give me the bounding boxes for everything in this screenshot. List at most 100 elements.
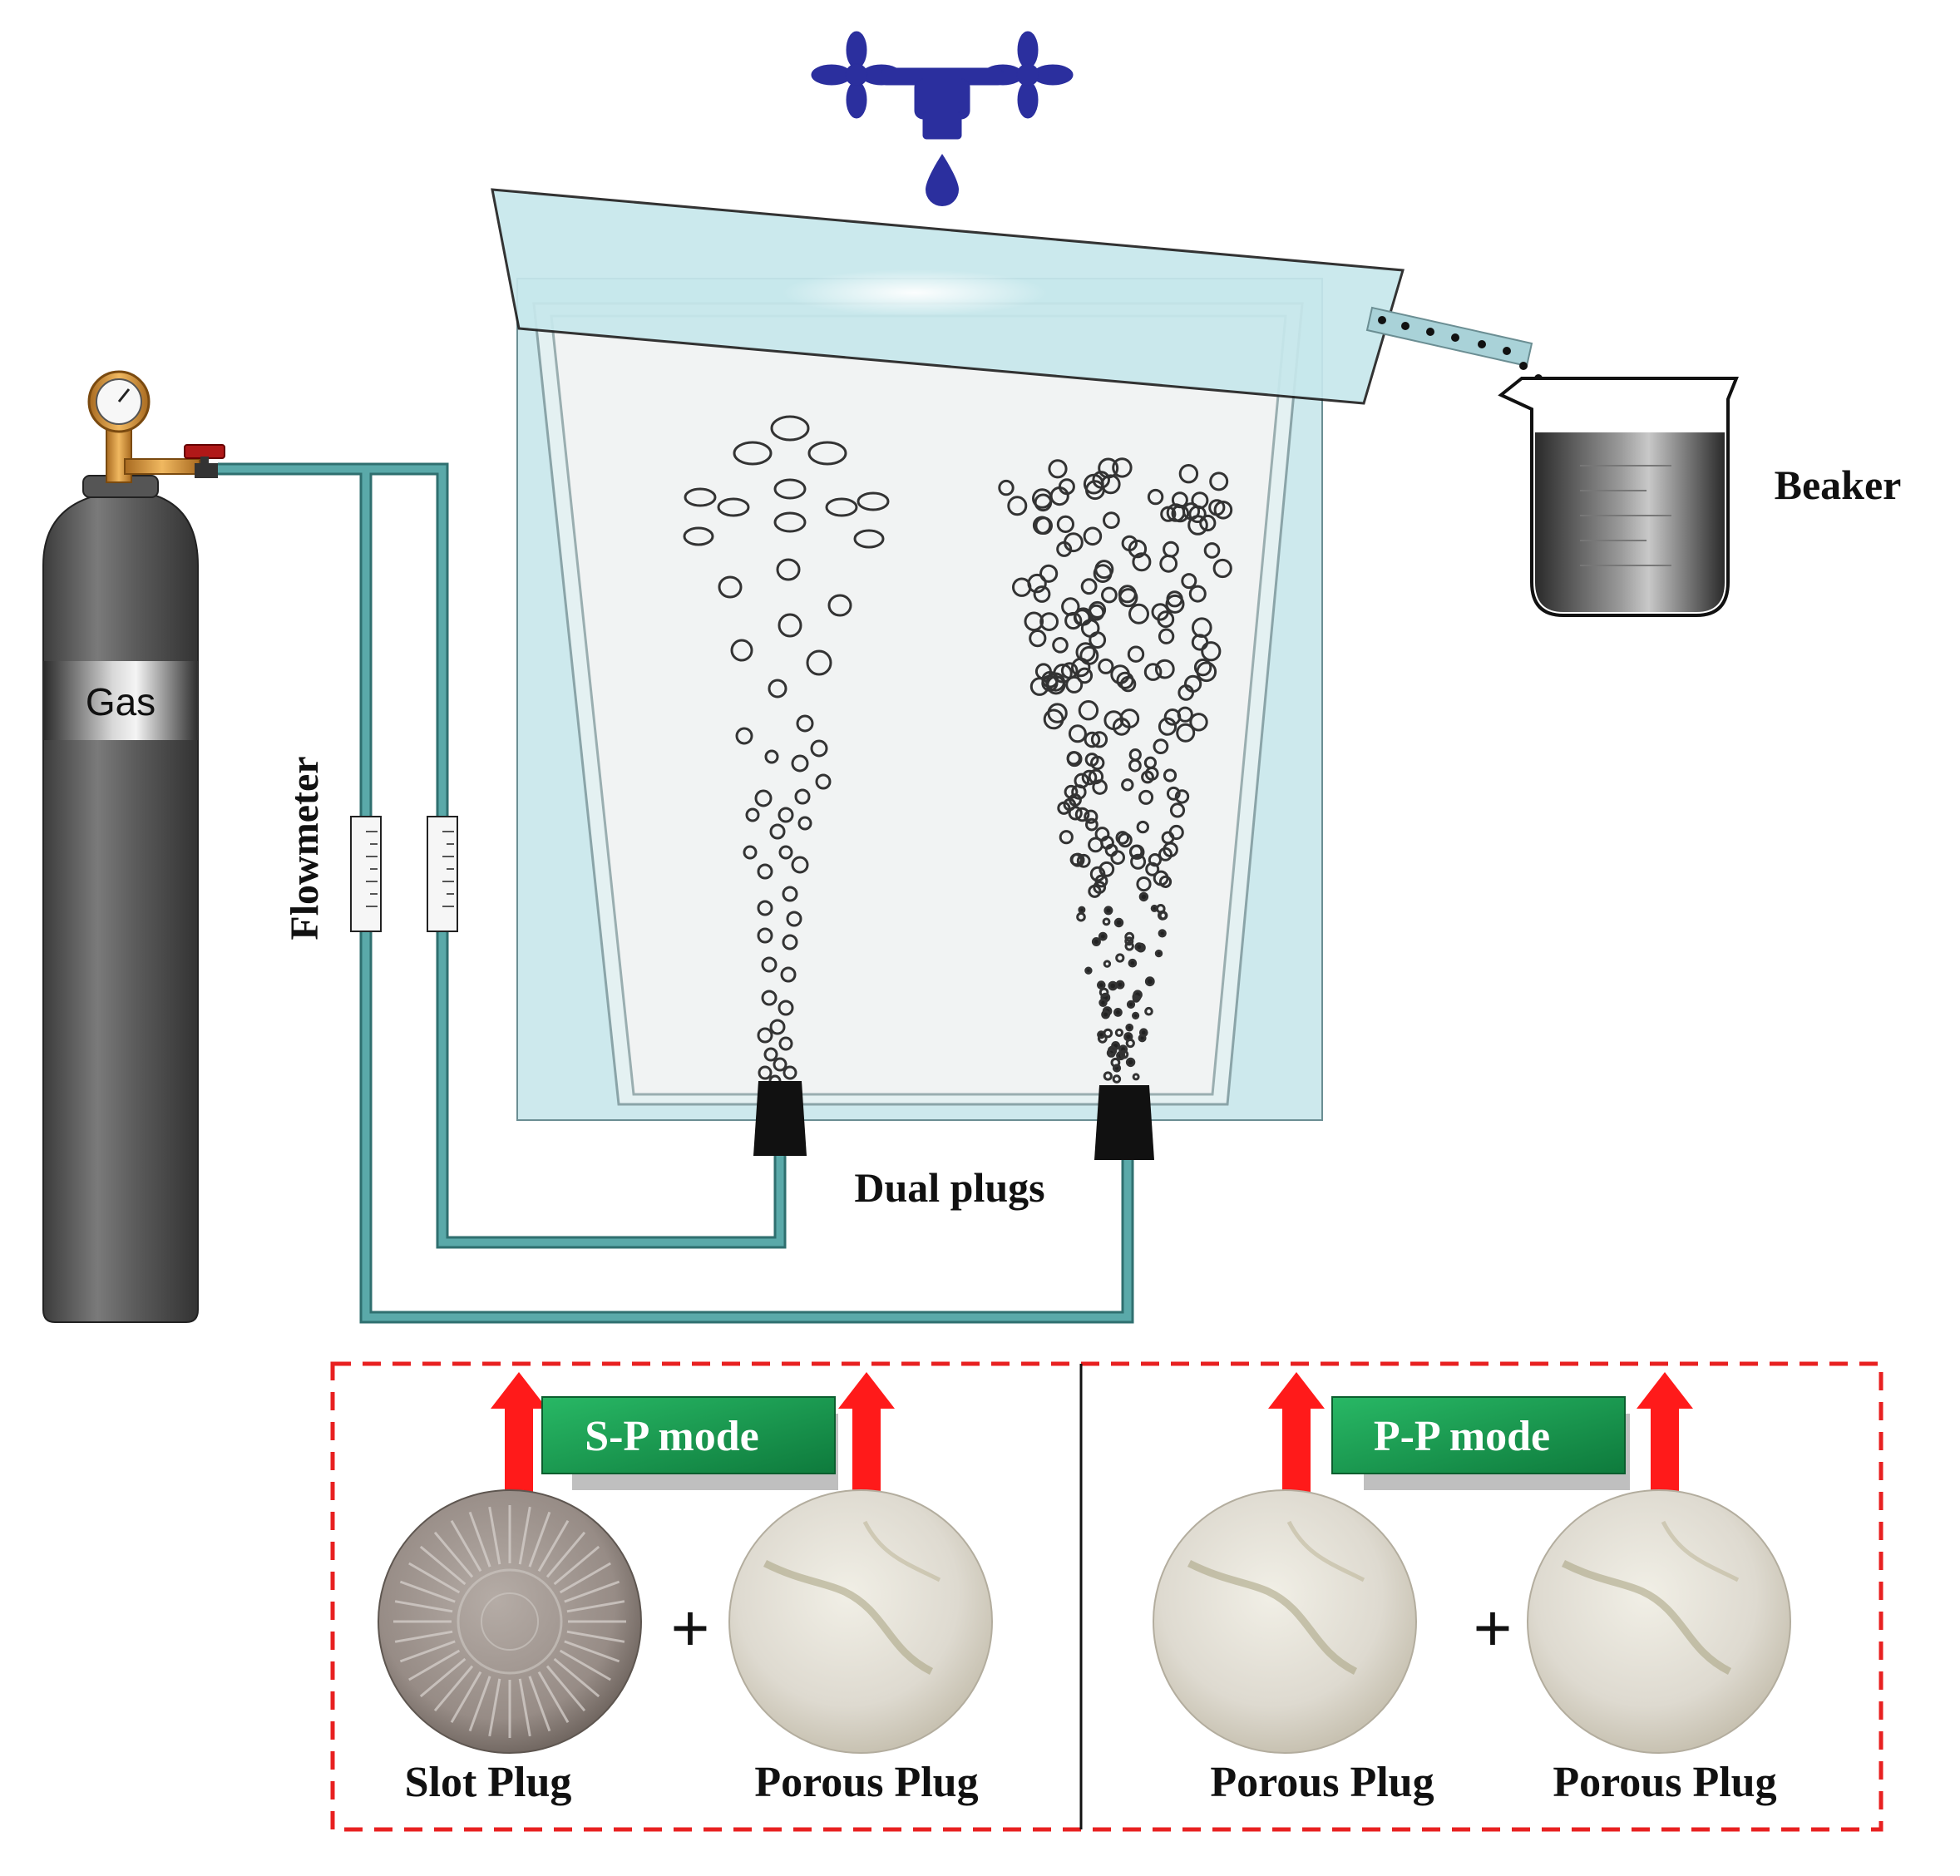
bubble [1165,594,1185,614]
bubble [1034,663,1052,680]
bubble [761,990,778,1006]
bubble [1056,541,1073,557]
bubble [780,966,797,983]
slot-ray [394,1600,453,1613]
dual-plugs [753,1081,1154,1160]
bubble [773,1057,787,1072]
slot-ray [450,1671,482,1723]
bubble [1032,488,1053,509]
bubble [1098,931,1108,941]
plug-label-porous: Porous Plug [1553,1759,1776,1806]
bubble [1102,917,1111,926]
bubble [684,487,717,507]
bubble [825,497,858,517]
bubble [1213,501,1233,520]
bubble [1113,917,1124,928]
water-drop [1451,333,1459,342]
bubble [1034,516,1053,536]
bubble [1188,505,1207,523]
bubble [810,739,828,758]
bubble [1125,1023,1133,1032]
bubble [1123,1032,1133,1042]
slot-ray [394,1630,453,1643]
slot-ray [528,1676,551,1732]
slot-ray [566,1630,625,1643]
bubble [1098,457,1119,479]
bubble [1129,844,1145,860]
bubble [778,807,794,823]
bubble [998,479,1015,496]
slot-ray [488,1678,501,1737]
bubble [1069,853,1083,866]
bubble [1088,768,1104,785]
bubble [1068,806,1083,821]
bubble [745,807,760,822]
slot-ray [433,1665,474,1712]
up-arrow [838,1372,895,1495]
bubble [1191,634,1209,651]
bubble [1144,1006,1153,1016]
plug-modes-legend [330,1361,1883,1832]
slot-ray [408,1649,461,1681]
bubble [1068,724,1087,743]
bubble [763,1047,778,1062]
bubble [1158,875,1173,889]
bubble [1143,663,1163,681]
slot-ray [528,1511,551,1567]
bubble [1141,770,1154,784]
slot-ray [537,1671,570,1723]
bubble [776,558,801,581]
mode-panel-pp: P-P mode + Porous Plug Porous Plug [1153,1372,1791,1806]
bubble [1007,496,1028,516]
bubble [1024,611,1044,632]
plug-porous-in-tank [1094,1085,1154,1160]
flowmeter-right [427,816,458,932]
slot-ray [419,1545,467,1586]
bubble [786,911,802,927]
bubble [1112,717,1131,736]
bubble [1066,751,1083,768]
bubble [1177,706,1193,723]
bubble [791,856,809,874]
bubble [1071,784,1087,800]
bubble [1012,577,1032,597]
bubble [717,497,750,517]
bubble [764,749,779,764]
bubble [1136,820,1150,834]
porous-plug-image [1527,1489,1791,1754]
bubble [768,679,787,699]
flowmeter-left [350,816,382,932]
bubble [1144,976,1155,987]
porous-plug-image [728,1489,993,1754]
plug-label-slot: Slot Plug [405,1759,572,1806]
bubble [1103,1028,1113,1039]
bubble [1136,876,1152,892]
bubble [857,491,890,511]
bubble [1064,611,1083,630]
slot-ray [546,1665,586,1712]
bubble [1076,667,1094,684]
mode-panel-sp: S-P mode + Slot Plug Porous Plug [378,1372,993,1806]
bubble [1103,1071,1113,1081]
bubble [1128,758,1142,773]
bubble [1057,801,1071,815]
bubble [1177,684,1194,701]
bubble [770,415,810,442]
water-drop [1426,328,1434,336]
plug-label-porous: Porous Plug [1210,1759,1434,1806]
bubble [1115,953,1125,963]
slot-ray [518,1678,531,1737]
bubble [757,927,773,944]
water-drop [1478,340,1486,348]
bubble [1158,628,1175,644]
bubble [797,816,812,831]
bubble [1153,870,1169,886]
valve-icon [184,444,225,478]
bubble [1132,1073,1140,1081]
beaker [1498,377,1739,617]
bubble [1065,675,1084,694]
gas-label: Gas [86,680,156,723]
porous-plug-image [1153,1489,1417,1754]
bubble [1203,542,1221,559]
slot-ray [399,1640,456,1663]
